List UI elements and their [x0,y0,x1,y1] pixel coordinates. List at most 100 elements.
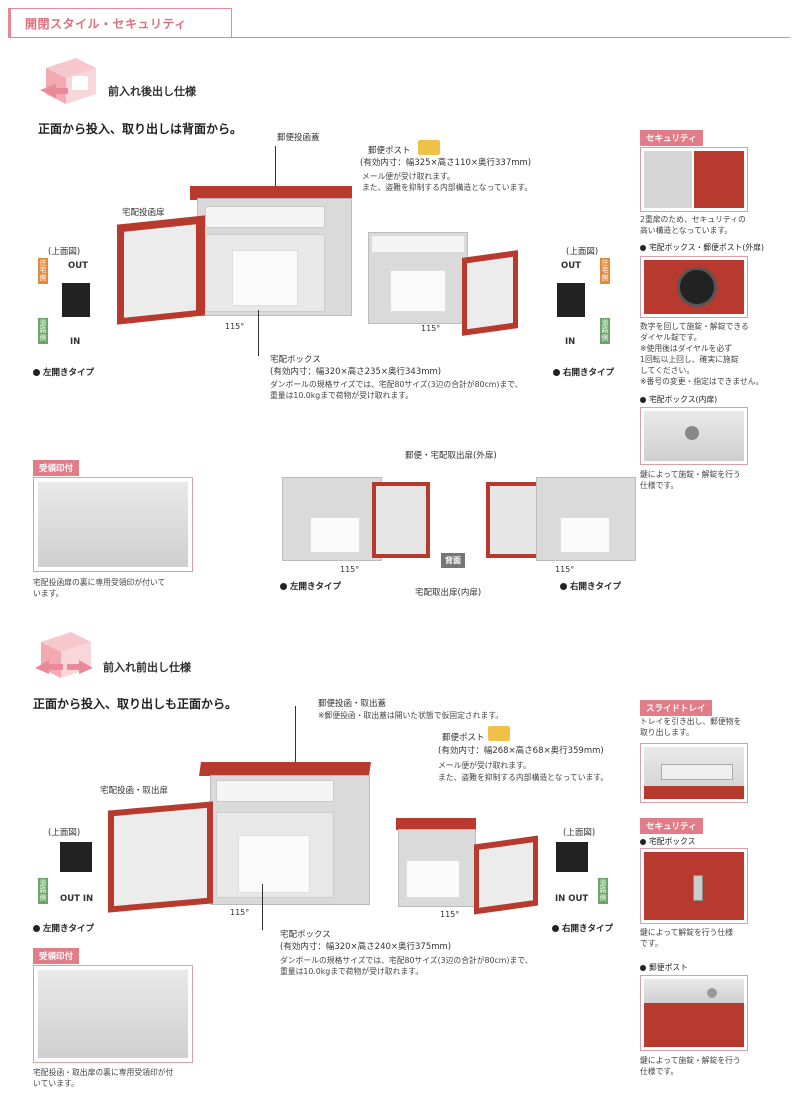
mail-compartment-right [372,236,464,252]
sec1-in-left: IN [70,337,81,347]
lock-handle-icon [693,875,703,901]
sec1-dial-desc-1: ダイヤル錠です。 [640,333,702,342]
sec1-mail-post-desc1: メール便が受け取れます。 [362,172,455,181]
post-lock-photo-door [644,1003,744,1047]
post-lock-photo-frame [640,975,748,1051]
back-parcel-left [310,517,360,553]
sec1-box-desc2: 重量は10.0kgまで荷物が受け取れます。 [270,391,413,400]
sec2-delivery-door-label: 宅配投函・取出扉 [100,786,169,796]
sec1-stamp-desc2: います。 [33,589,64,598]
leader-line [262,884,263,930]
sec2-box-desc2: 重量は10.0kgまで荷物が受け取れます。 [280,967,423,976]
sec1-dial-label: 宅配ボックス・郵便ポスト(外扉) [640,242,764,253]
back-badge: 背面 [441,553,465,568]
stamp-photo-2 [38,970,188,1058]
sec2-box-size: (有効内寸：幅320×高さ240×奥行375mm) [280,942,452,952]
sec2-top-view-left: (上面図) [48,828,81,838]
sec1-angle-left: 115° [225,322,245,331]
leader-line [295,706,296,766]
back-angle-right: 115° [555,565,575,574]
door-inner-2 [114,807,207,907]
sec1-title: 前入れ後出し仕様 [108,85,196,98]
sec1-box-size: (有効内寸：幅320×高さ235×奥行343mm) [270,367,442,377]
sec1-in-right: IN [565,337,576,347]
sec2-slide-tag: スライドトレイ [640,700,712,716]
sec2-stamp-desc2: いています。 [33,1079,79,1088]
sec2-box-lock-desc1: 鍵によって解錠を行う仕様 [640,928,733,937]
sec2-post-lock-label: 郵便ポスト [640,962,688,973]
slide-photo-door [644,786,744,799]
sec1-top-view-right: (上面図) [566,247,599,257]
security-photo-frame [640,147,748,212]
mail-lid-right-2 [396,818,476,830]
header-divider [8,37,790,38]
top-view-box-left [62,283,90,317]
house-side-tag: 住宅側 [38,258,48,285]
sec2-mail-post-label: 郵便ポスト [442,733,485,743]
road-side-tag: 道路側 [38,318,48,345]
sec1-inner-door-label: 宅配取出扉(内扉) [415,588,482,598]
post-lock-photo-top [644,979,744,1003]
key-icon [685,426,699,440]
road-side-tag: 道路側 [38,878,48,905]
box-lock-photo-frame [640,848,748,924]
sec2-stamp-desc1: 宅配投函・取出扉の裏に専用受領印が付 [33,1068,174,1077]
sec2-box-lock-desc2: です。 [640,939,663,948]
sec2-box-desc1: ダンボールの規格サイズでは、宅配80サイズ(3辺の合計が80cm)まで、 [280,956,533,965]
sec2-box-lock-label: 宅配ボックス [640,836,696,847]
sec1-out-right: OUT [561,261,581,271]
parcel-2 [238,835,310,893]
sec1-inner-lock-label: 宅配ボックス(内扉) [640,394,717,405]
leader-line [258,310,259,356]
sec1-box-label: 宅配ボックス [270,355,321,365]
sec1-mail-post-label: 郵便ポスト [368,146,411,156]
sec2-mail-post-desc1: メール便が受け取れます。 [438,761,531,770]
sec1-left-type: 左開きタイプ [33,366,94,378]
sec2-mail-slot-note: ※郵便投函・取出蓋は開いた状態で仮固定されます。 [318,711,504,720]
top-view-box-left-2 [60,842,92,872]
sec2-subtitle: 正面から投入、取り出しも正面から。 [33,697,238,711]
mail-service-icon [418,140,440,155]
sec2-box-label: 宅配ボックス [280,930,331,940]
back-parcel-right [560,517,610,553]
sec1-dial-desc-0: 数字を回して施錠・解錠できる [640,322,749,331]
road-side-tag: 道路側 [600,318,610,345]
sec2-post-lock-desc1: 鍵によって施錠・解錠を行う [640,1056,741,1065]
sec1-subtitle: 正面から投入、取り出しは背面から。 [38,122,243,136]
sec2-title: 前入れ前出し仕様 [103,661,191,674]
sec2-in-out: IN OUT [555,894,589,904]
sec1-angle-right: 115° [421,324,441,333]
dial-photo-frame [640,256,748,318]
slide-photo-frame [640,743,748,803]
door-inner-right-2 [479,842,533,908]
sec1-out-left: OUT [68,261,88,271]
sec2-mail-slot-label: 郵便投函・取出蓋 [318,699,387,709]
front-in-back-out-icon [40,58,96,104]
sec2-right-type: 右開きタイプ [552,922,613,934]
front-in-front-out-icon [35,632,93,678]
sec2-left-type: 左開きタイプ [33,922,94,934]
security-photo-door [694,151,744,208]
sec2-top-view-right: (上面図) [563,828,596,838]
door-inner [124,224,196,318]
key-icon [707,988,717,998]
dial-lock-icon [677,267,717,307]
back-door-inner-right [490,486,540,554]
parcel-right [390,270,446,312]
slide-tray [661,764,733,780]
sec2-stamp-tag: 受領印付 [33,948,80,964]
mail-lid-2 [199,762,371,776]
sec1-security-desc1: 2重扉のため、セキュリティの [640,215,746,224]
sec1-inner-lock-desc2: 仕様です。 [640,481,679,490]
sec2-out-in: OUT IN [60,894,94,904]
header-title: 開閉スタイル・セキュリティ [25,17,187,31]
parcel [232,250,298,306]
road-side-tag: 道路側 [598,878,608,905]
sec2-post-lock-desc2: 仕様です。 [640,1067,679,1076]
door-inner-right [467,256,513,330]
stamp-photo-frame-2 [33,965,193,1063]
sec2-angle-right: 115° [440,910,460,919]
sec1-box-desc1: ダンボールの規格サイズでは、宅配80サイズ(3辺の合計が80cm)まで、 [270,380,523,389]
leader-line [275,146,276,196]
parcel-right-2 [406,860,460,898]
